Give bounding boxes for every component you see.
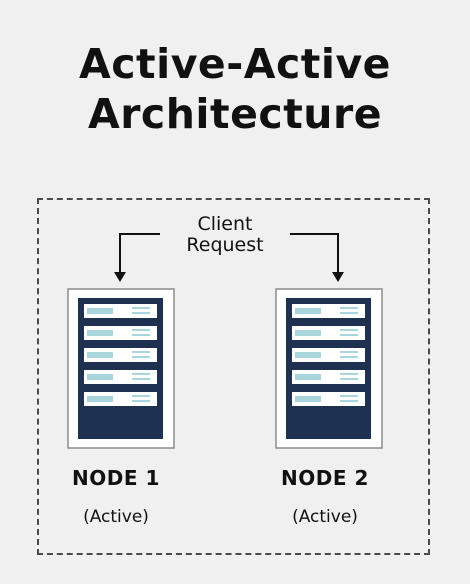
node-1-name: NODE 1 bbox=[72, 466, 160, 490]
node-2-name: NODE 2 bbox=[281, 466, 369, 490]
node-1-status: (Active) bbox=[83, 507, 149, 527]
cluster-boundary bbox=[37, 198, 430, 555]
server-rack-icon bbox=[275, 288, 383, 449]
client-request-label-line-2: Request bbox=[160, 235, 290, 256]
node-2-status: (Active) bbox=[292, 507, 358, 527]
arrowhead-node-2 bbox=[332, 272, 344, 282]
server-rack-icon bbox=[67, 288, 175, 449]
client-request-label-line-1: Client bbox=[160, 214, 290, 235]
arrow-to-node-2 bbox=[282, 233, 339, 278]
arrowhead-node-1 bbox=[114, 272, 126, 282]
arrow-to-node-1 bbox=[119, 233, 168, 278]
diagram-title-line-1: Active-Active bbox=[79, 40, 391, 88]
diagram-title-line-2: Architecture bbox=[87, 90, 383, 138]
